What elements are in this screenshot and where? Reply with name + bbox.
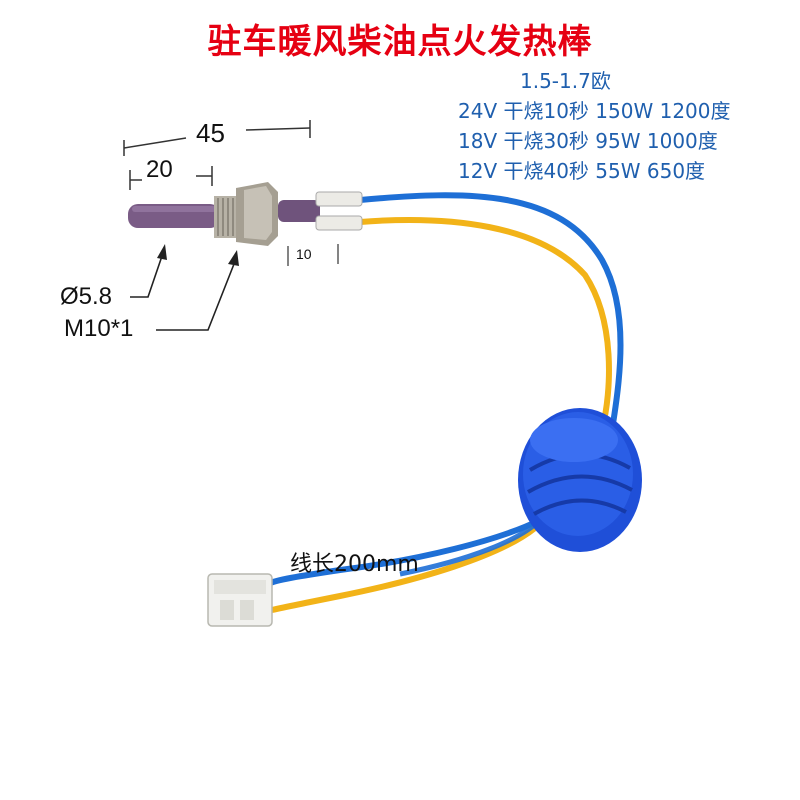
dimension-rod-length: 20 xyxy=(146,156,173,183)
dimension-45-line xyxy=(123,120,311,156)
glow-plug xyxy=(128,182,363,246)
dimension-terminal-length: 10 xyxy=(296,246,312,262)
dimension-10-line xyxy=(287,244,339,266)
thread-arrow-icon xyxy=(228,250,239,266)
rubber-grommet xyxy=(518,408,642,552)
diameter-leader xyxy=(130,255,163,298)
product-title: 驻车暖风柴油点火发热棒 xyxy=(207,22,593,62)
spec-block: 1.5-1.7欧 24V 干烧10秒 150W 1200度 18V 干烧30秒 … xyxy=(458,66,731,186)
spec-row-18v: 18V 干烧30秒 95W 1000度 xyxy=(458,129,718,153)
wire-length-label: 线长200mm xyxy=(290,552,419,577)
blue-wire-lower xyxy=(399,518,542,577)
dimension-diameter: Ø5.8 xyxy=(60,283,113,310)
dimension-total-length: 45 xyxy=(196,118,225,148)
spec-row-24v: 24V 干烧10秒 150W 1200度 xyxy=(458,99,731,123)
wire-connector xyxy=(207,573,273,627)
spec-row-12v: 12V 干烧40秒 55W 650度 xyxy=(458,159,706,183)
thread-leader xyxy=(156,263,235,331)
resistance-spec: 1.5-1.7欧 xyxy=(520,69,611,93)
diameter-arrow-icon xyxy=(157,244,167,260)
dimension-20-line xyxy=(129,166,213,190)
dimension-thread: M10*1 xyxy=(64,315,134,342)
